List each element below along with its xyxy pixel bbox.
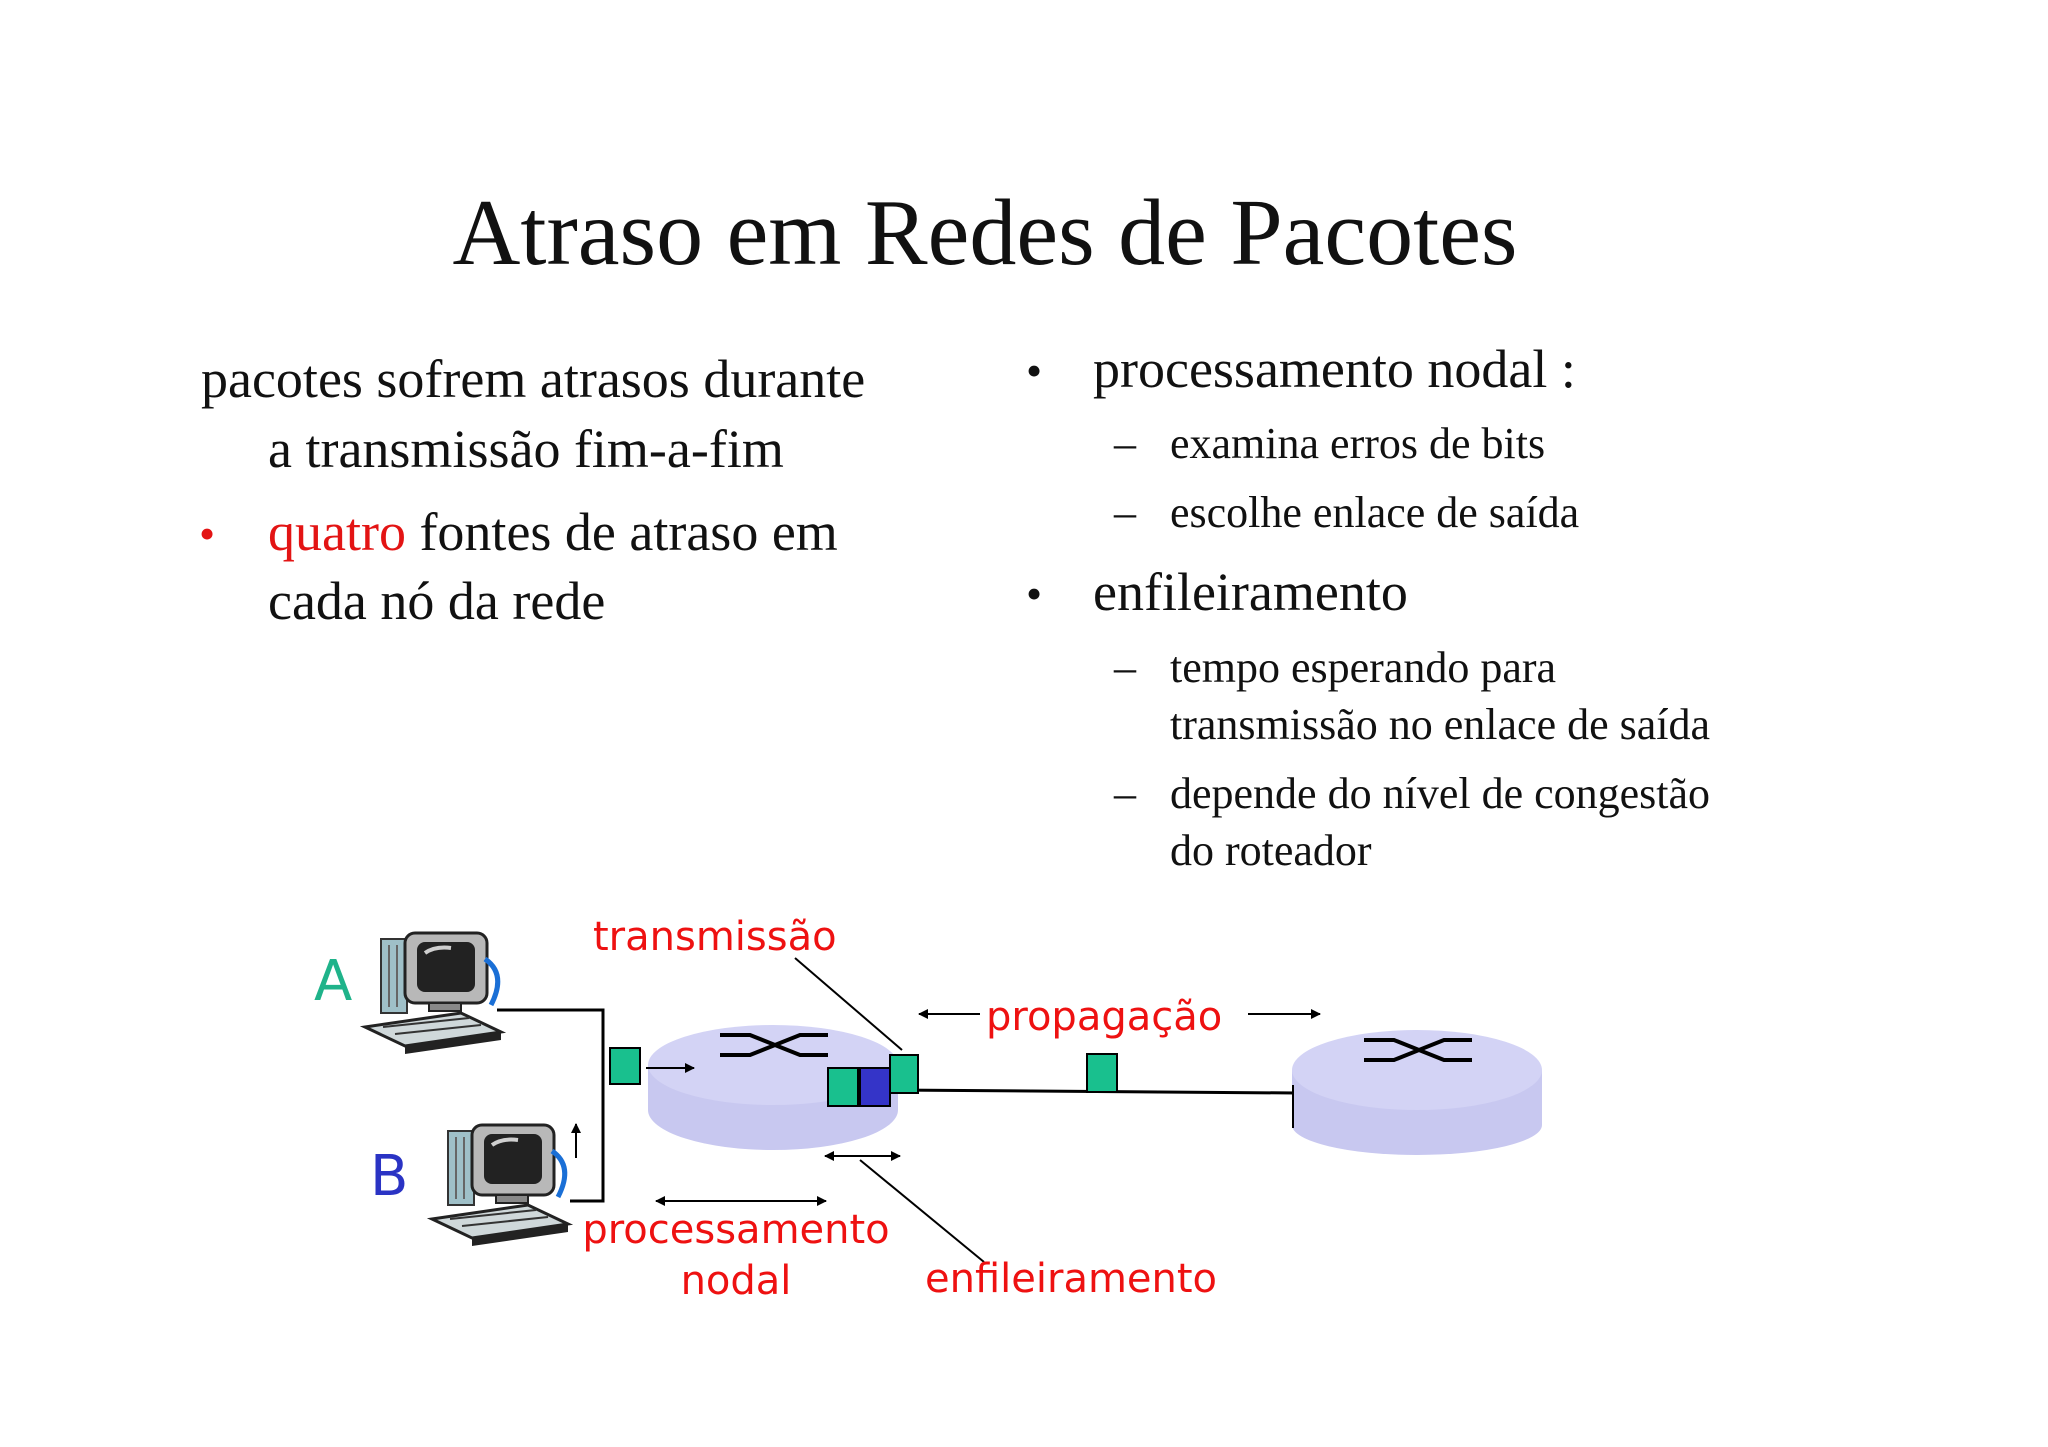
transmitting-packet: [889, 1054, 919, 1094]
router-2-icon: [1292, 1030, 1542, 1155]
dash-marker: –: [1114, 769, 1136, 818]
transmission-pointer: [794, 957, 903, 1051]
intro-line-1: pacotes sofrem atrasos durante: [201, 349, 866, 409]
dash-marker: –: [1114, 488, 1136, 537]
processing-label-line-2: nodal: [681, 1258, 792, 1304]
processing-sub-2: escolhe enlace de saída: [1170, 488, 1580, 537]
host-a-label: A: [314, 949, 352, 1014]
propagating-packet: [1086, 1053, 1118, 1093]
computer-b-icon: [426, 1123, 574, 1246]
queueing-sub-2-line-2: do roteador: [1170, 826, 1372, 875]
queueing-title: enfileiramento: [1093, 562, 1408, 622]
processing-sub-1: examina erros de bits: [1170, 419, 1546, 468]
processing-label-line-1: processamento: [582, 1207, 889, 1253]
computer-a-icon: [359, 931, 507, 1054]
queueing-sub-1-line-2: transmissão no enlace de saída: [1170, 700, 1711, 749]
bullet-marker: •: [1026, 345, 1043, 396]
queued-packet: [827, 1067, 859, 1107]
bullet-marker-red: •: [199, 508, 216, 559]
dash-marker: –: [1114, 419, 1136, 468]
slide-title: Atraso em Redes de Pacotes: [452, 181, 1518, 285]
intro-line-2: a transmissão fim-a-fim: [268, 419, 784, 479]
packet-arriving: [609, 1047, 641, 1085]
bullet-sources-rest: fontes de atraso em: [419, 502, 838, 562]
host-b-label: B: [370, 1144, 408, 1209]
bullet-marker: •: [1026, 568, 1043, 619]
queued-packet-blue: [859, 1067, 891, 1107]
propagation-label: propagação: [986, 994, 1222, 1040]
transmission-label: transmissão: [593, 914, 837, 960]
dash-marker: –: [1114, 643, 1136, 692]
queueing-pointer: [859, 1159, 985, 1263]
queueing-label: enfileiramento: [925, 1256, 1217, 1302]
queueing-sub-2-line-1: depende do nível de congestão: [1170, 769, 1711, 818]
processing-title: processamento nodal :: [1093, 339, 1576, 399]
queueing-sub-1-line-1: tempo esperando para: [1170, 643, 1557, 692]
highlight-quatro: quatro: [268, 502, 406, 562]
access-links: [497, 1008, 605, 1203]
bullet-sources-line-1: quatro fontes de atraso em: [268, 500, 838, 564]
bullet-sources-line-2: cada nó da rede: [268, 571, 606, 631]
